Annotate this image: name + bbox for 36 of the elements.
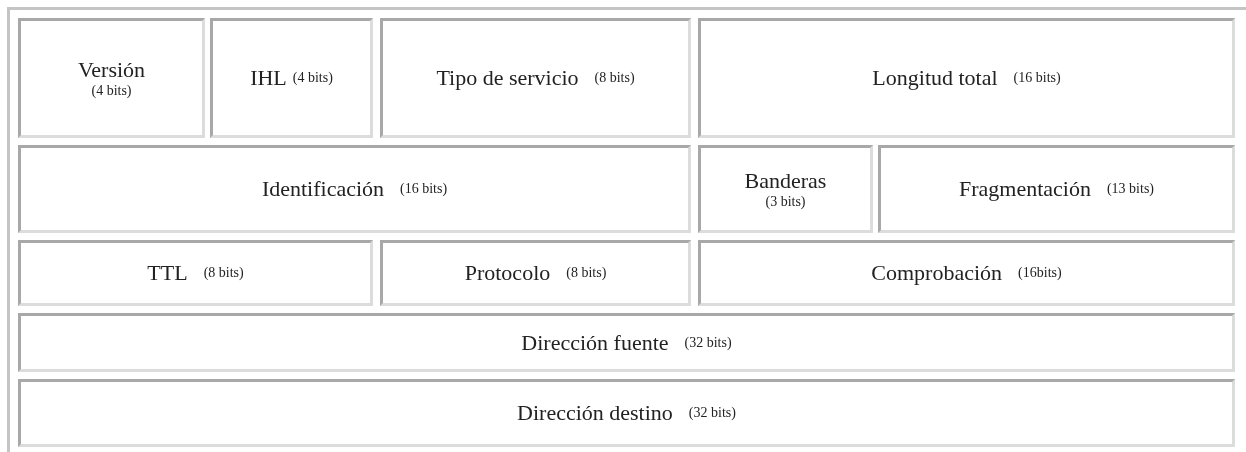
bit-size: (13 bits) <box>1106 181 1154 197</box>
header-field-box <box>698 145 873 233</box>
header-field-box <box>18 313 1235 372</box>
field-name: Dirección destino <box>517 400 673 426</box>
header-field-box <box>18 379 1235 447</box>
header-field-box <box>698 18 1235 138</box>
bit-size: (32 bits) <box>688 405 736 421</box>
bit-size: (8 bits) <box>203 265 244 281</box>
bit-size: (4 bits) <box>91 83 132 99</box>
field-name: Longitud total <box>872 65 998 91</box>
header-field-box <box>878 145 1235 233</box>
bit-size: (16 bits) <box>400 181 448 197</box>
bit-size: (8 bits) <box>594 70 635 86</box>
bit-size: (4 bits) <box>292 70 333 86</box>
header-field-box <box>698 240 1235 306</box>
header-field-box <box>380 240 691 306</box>
header-field-box <box>380 18 691 138</box>
field-name: Banderas <box>744 168 827 194</box>
bit-size: (8 bits) <box>566 265 607 281</box>
header-field-box <box>210 18 373 138</box>
field-name: Versión <box>77 57 146 83</box>
field-name: Dirección fuente <box>521 329 669 356</box>
bit-size: (16 bits) <box>1013 70 1061 86</box>
field-name: Protocolo <box>464 260 551 286</box>
field-name: Comprobación <box>871 260 1003 286</box>
bit-size: (3 bits) <box>765 194 806 210</box>
field-name: TTL <box>147 260 188 286</box>
field-name: Fragmentación <box>959 176 1091 202</box>
field-name: Identificación <box>261 176 385 202</box>
field-name: IHL <box>250 65 287 91</box>
header-field-box <box>18 240 373 306</box>
bit-size: (32 bits) <box>684 334 732 351</box>
bit-size: (16bits) <box>1018 265 1062 281</box>
field-name: Tipo de servicio <box>436 65 579 91</box>
header-field-box <box>18 18 205 138</box>
header-field-box <box>18 145 691 233</box>
